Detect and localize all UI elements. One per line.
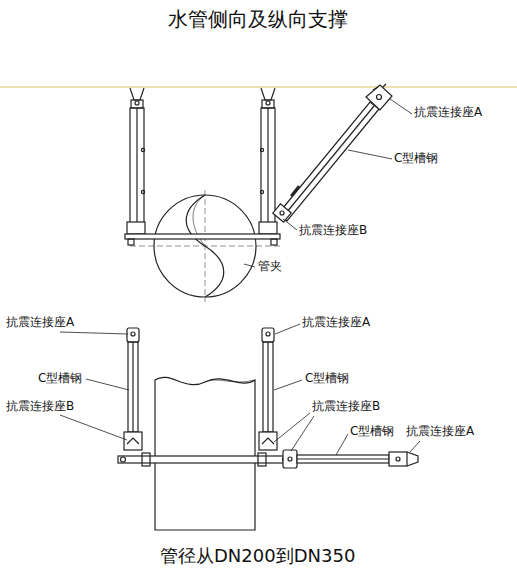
part-label: 管夹	[258, 260, 282, 274]
part-label: 抗震连接座A	[414, 106, 482, 120]
clamp-bar	[118, 453, 290, 466]
leader-lines	[60, 99, 420, 455]
longitudinal-brace	[283, 450, 418, 468]
diagonal-brace	[273, 84, 392, 222]
part-label: C型槽钢	[394, 152, 438, 166]
part-label: 抗震连接座A	[406, 425, 474, 439]
part-label: C型槽钢	[350, 425, 394, 439]
part-label: C型槽钢	[305, 372, 349, 386]
part-label: 抗震连接座B	[312, 400, 380, 414]
hanger-left	[127, 88, 145, 234]
part-label: 抗震连接座A	[6, 316, 74, 330]
pipe-side	[155, 377, 255, 530]
pipe-clamp	[125, 234, 280, 245]
part-label: C型槽钢	[38, 372, 82, 386]
hanger-right-front	[259, 328, 277, 450]
caption: 管径从DN200到DN350	[160, 546, 355, 567]
title: 水管侧向及纵向支撑	[168, 8, 348, 31]
ceiling-line	[0, 86, 517, 88]
part-label: 抗震连接座B	[6, 400, 74, 414]
part-label: 抗震连接座B	[299, 224, 367, 238]
part-label: 抗震连接座A	[302, 316, 370, 330]
